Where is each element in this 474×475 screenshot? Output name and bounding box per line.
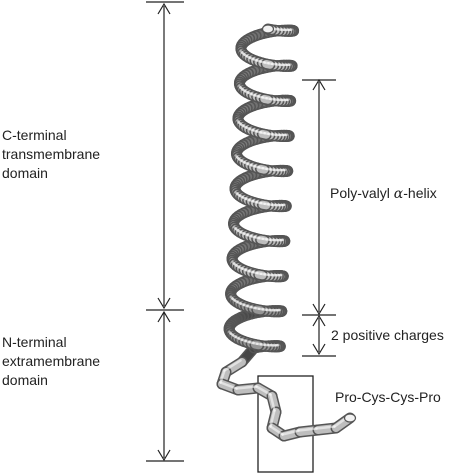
helix-highlight <box>315 425 336 430</box>
helix-label-suffix: -helix <box>403 185 437 201</box>
n-terminal-line-3: domain <box>2 372 48 388</box>
helix-highlight <box>269 425 284 436</box>
helix-highlight <box>235 385 258 390</box>
helix-label-prefix: Poly-valyl <box>330 185 394 201</box>
n-terminal-domain-label: N-terminal extramembrane domain <box>2 333 100 390</box>
motif-box <box>257 375 314 473</box>
helix-highlight <box>219 381 238 390</box>
c-terminal-line-3: domain <box>2 165 48 181</box>
c-terminal-dimension-line <box>146 1 184 310</box>
c-terminal-line-1: C-terminal <box>2 127 67 143</box>
n-terminal-line-1: N-terminal <box>2 334 67 350</box>
pro-cys-cys-pro-label: Pro-Cys-Cys-Pro <box>335 388 441 407</box>
alpha-symbol: α <box>393 186 404 202</box>
helix-highlight <box>255 385 272 396</box>
charges-dimension-line <box>302 314 336 357</box>
c-terminal-domain-label: C-terminal transmembrane domain <box>2 126 100 183</box>
n-terminal-dimension-line <box>146 310 184 462</box>
helix-highlight <box>219 369 226 384</box>
positive-charges-text: 2 positive charges <box>331 327 444 343</box>
helix-end <box>343 413 357 423</box>
positive-charges-label: 2 positive charges <box>331 326 444 345</box>
helix-highlight <box>269 409 276 428</box>
n-terminal-line-2: extramembrane <box>2 353 101 369</box>
helix-end <box>261 24 275 34</box>
helix-highlight <box>223 359 242 372</box>
c-terminal-line-2: transmembrane <box>2 146 101 162</box>
helix-highlight <box>269 393 276 412</box>
helix-highlight <box>281 429 300 436</box>
poly-valyl-helix-label: Poly-valyl α-helix <box>330 184 437 204</box>
motif-text: Pro-Cys-Cys-Pro <box>335 389 441 405</box>
helix-ribbon <box>216 23 357 442</box>
helix-highlight <box>297 427 318 432</box>
